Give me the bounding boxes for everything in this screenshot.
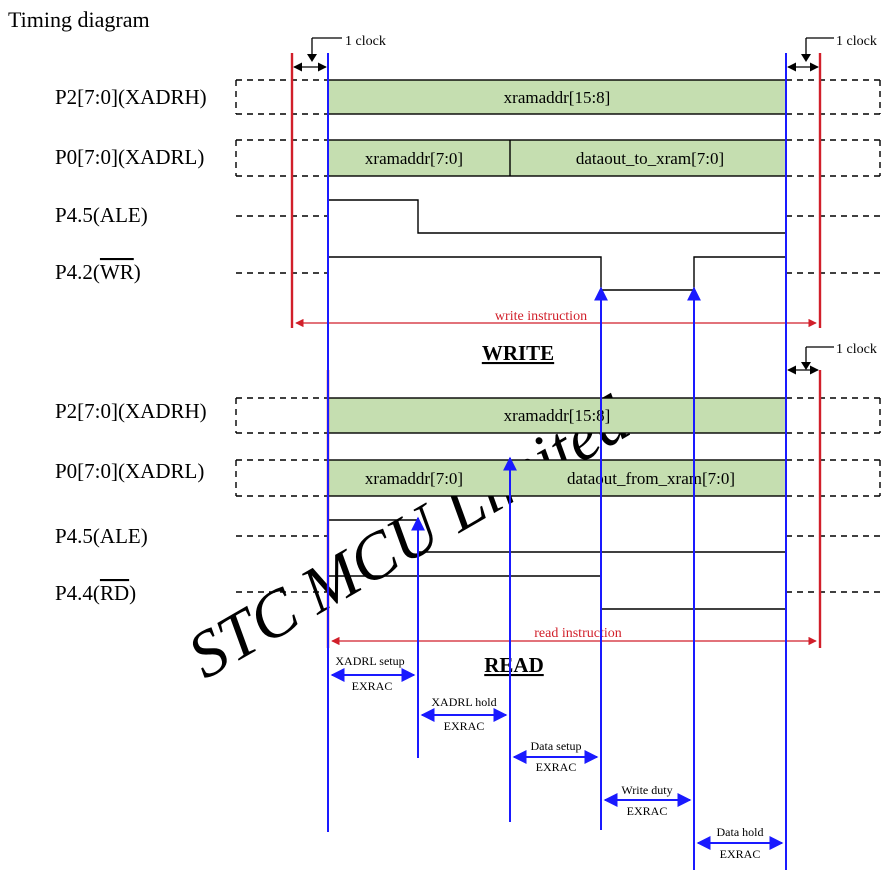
read-signal-ale: P4.5(ALE): [55, 524, 148, 548]
read-p0-bus: [327, 459, 787, 497]
write-wr-wave: [328, 256, 786, 291]
diagram-title: Timing diagram: [8, 7, 150, 32]
xadrl-hold-label: XADRL hold: [431, 695, 496, 709]
write-section-label: WRITE: [482, 341, 554, 365]
read-p2-bus-label: xramaddr[15:8]: [504, 406, 611, 425]
xadrl-setup-unit: EXRAC: [352, 679, 393, 693]
write-section: P2[7:0](XADRH) P0[7:0](XADRL) P4.5(ALE) …: [55, 34, 881, 365]
write-signal-p2: P2[7:0](XADRH): [55, 85, 207, 109]
write-duty-unit: EXRAC: [627, 804, 668, 818]
write-signal-ale: P4.5(ALE): [55, 203, 148, 227]
read-p0-addr-label: xramaddr[7:0]: [365, 469, 463, 488]
read-p0-dashed: [235, 459, 881, 497]
write-duty-label: Write duty: [621, 783, 672, 797]
data-setup-label: Data setup: [531, 739, 582, 753]
xadrl-hold-unit: EXRAC: [444, 719, 485, 733]
read-instruction-label: read instruction: [534, 626, 621, 641]
data-hold-unit: EXRAC: [720, 847, 761, 861]
read-signal-p2: P2[7:0](XADRH): [55, 399, 207, 423]
write-clock-callout-right: [805, 37, 834, 56]
read-p0-data-label: dataout_from_xram[7:0]: [567, 469, 735, 488]
read-p2-bus: [327, 397, 787, 434]
write-p2-bus: [327, 79, 787, 115]
xadrl-setup-label: XADRL setup: [335, 654, 404, 668]
write-clock-callout-left: [311, 37, 342, 56]
read-clock-label: 1 clock: [836, 342, 877, 357]
write-p0-addr-label: xramaddr[7:0]: [365, 149, 463, 168]
write-p2-dashed: [235, 79, 881, 115]
write-instruction-label: write instruction: [495, 309, 587, 324]
read-section: P2[7:0](XADRH) P0[7:0](XADRL) P4.5(ALE) …: [55, 342, 881, 677]
data-setup-unit: EXRAC: [536, 760, 577, 774]
read-signal-p0: P0[7:0](XADRL): [55, 459, 204, 483]
write-signal-p0: P0[7:0](XADRL): [55, 145, 204, 169]
write-ale-wave: [328, 199, 786, 234]
write-p0-dashed: [235, 139, 881, 177]
timing-markers: XADRL setup EXRAC XADRL hold EXRAC Data …: [327, 53, 787, 870]
read-clock-callout: [805, 346, 834, 364]
read-signal-rd: P4.4(RD): [55, 581, 136, 605]
write-p2-bus-label: xramaddr[15:8]: [504, 88, 611, 107]
read-section-label: READ: [484, 653, 544, 677]
write-clock-label-left: 1 clock: [345, 34, 386, 49]
data-hold-label: Data hold: [717, 825, 764, 839]
write-p0-data-label: dataout_to_xram[7:0]: [576, 149, 724, 168]
write-clock-label-right: 1 clock: [836, 34, 877, 49]
write-signal-wr: P4.2(WR): [55, 260, 141, 284]
read-p2-dashed: [235, 397, 881, 434]
